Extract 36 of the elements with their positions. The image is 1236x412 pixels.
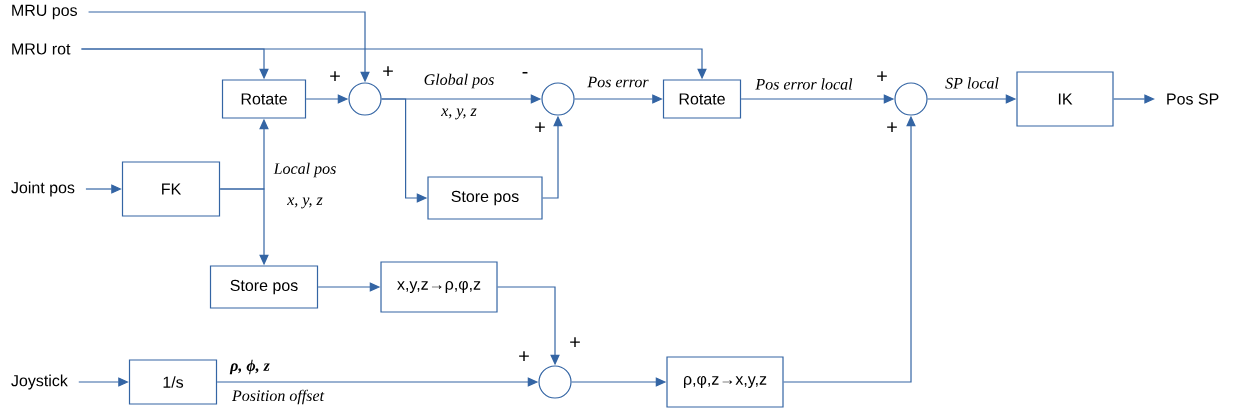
summing-junction (894, 82, 928, 116)
block-box: IK (1016, 71, 1114, 127)
signal-label: ρ, ϕ, z (229, 359, 270, 375)
block-box: FK (121, 161, 221, 217)
block-box: Store pos (427, 176, 543, 220)
signal-label: x, y, z (441, 108, 477, 120)
edge-label: Global pos (422, 72, 496, 90)
sign-label: + (519, 351, 529, 361)
block-box: ρ,φ,z→x,y,z (666, 356, 784, 408)
summing-junction (348, 82, 382, 116)
signal-label: MRU pos (12, 4, 77, 20)
block-box: Store pos (209, 265, 319, 309)
sign-label: + (330, 71, 340, 81)
sign-label: + (535, 122, 545, 132)
signal-label: Local pos (273, 162, 336, 178)
signal-label: Pos SP (1167, 93, 1219, 105)
summing-junction (541, 82, 575, 116)
signal-label: Position offset (231, 389, 325, 405)
sign-label: + (383, 66, 393, 76)
sign-label: + (570, 337, 580, 347)
edge-label: SP local (943, 76, 1001, 90)
signal-label: MRU rot (12, 43, 71, 55)
sign-label: + (877, 71, 887, 81)
signal-label: Joystick (11, 374, 68, 390)
sign-label: - (522, 71, 528, 74)
arrow (1113, 94, 1155, 104)
block-box: 1/s (128, 359, 218, 405)
signal-label: Joint pos (11, 181, 75, 197)
signal-label: x, y, z (287, 197, 323, 209)
edge-label: Pos error (586, 75, 650, 89)
block-box: x,y,z→ρ,φ,z (380, 261, 498, 313)
block-box: Rotate (221, 79, 307, 119)
block-box: Rotate (662, 79, 742, 119)
summing-junction (538, 365, 572, 399)
sign-label: + (887, 122, 897, 132)
edge-label: Pos error local (754, 77, 854, 91)
